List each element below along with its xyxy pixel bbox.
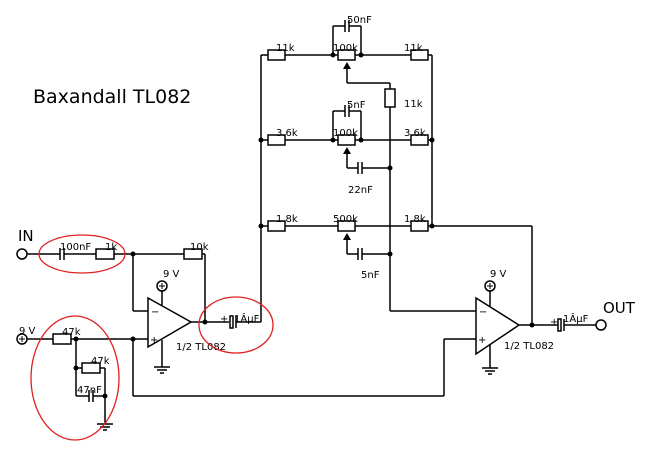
input-terminal[interactable] — [16, 248, 28, 260]
treble-pot-label: 500k — [333, 214, 358, 225]
c-coupling-label: 1ÂµF — [234, 312, 260, 325]
bias-r-top-label: 47k — [62, 327, 81, 338]
opamp-u1-label: 1/2 TL082 — [176, 342, 226, 353]
input-label: IN — [18, 227, 34, 245]
supply-icon — [156, 280, 168, 292]
svg-text:+: + — [150, 335, 158, 346]
treble-c-wiper-label: 5nF — [361, 270, 380, 281]
bias-c-label: 47nF — [77, 385, 102, 396]
output-terminal[interactable] — [595, 319, 607, 331]
output-label: OUT — [603, 299, 636, 317]
opamp-u1: − + — [147, 296, 193, 349]
mid-r-right-label: 3.6k — [404, 128, 426, 139]
svg-text:+: + — [550, 317, 558, 328]
ground-icon — [482, 367, 498, 375]
capacitor-mid-wiper — [357, 162, 363, 174]
bass-r-left-label: 11k — [276, 43, 295, 54]
mid-pot-label: 100k — [333, 128, 358, 139]
c-out-label: 1ÂµF — [563, 312, 589, 325]
r-feedback-label: 10k — [190, 242, 209, 253]
bass-r-right-label: 11k — [404, 43, 423, 54]
svg-text:+: + — [478, 335, 486, 346]
supply-icon — [484, 280, 496, 292]
bass-pot-label: 100k — [333, 43, 358, 54]
ground-icon — [154, 366, 170, 374]
mid-c-wiper-label: 22nF — [348, 185, 373, 196]
svg-text:−: − — [479, 307, 487, 318]
svg-text:−: − — [151, 307, 159, 318]
schematic-title: Baxandall TL082 — [33, 86, 191, 108]
annotation-circle-input — [38, 234, 126, 274]
c-in-label: 100nF — [60, 242, 91, 253]
mid-r-left-label: 3.6k — [276, 128, 298, 139]
annotation-circle-coupling — [198, 296, 274, 354]
bias-supply-label: 9 V — [19, 326, 36, 337]
bass-r-wiper-label: 11k — [404, 99, 423, 110]
annotation-circle-bias — [30, 315, 120, 441]
opamp-u2: − + — [475, 296, 521, 356]
opamp-u2-supply-label: 9 V — [490, 269, 507, 280]
opamp-u1-supply-label: 9 V — [163, 269, 180, 280]
mid-cap-label: 5nF — [347, 100, 366, 111]
opamp-u2-label: 1/2 TL082 — [504, 341, 554, 352]
treble-r-left-label: 1.8k — [276, 214, 298, 225]
bass-cap-label: 50nF — [347, 15, 372, 26]
r-in-label: 1k — [105, 242, 117, 253]
capacitor-treble-wiper — [357, 248, 363, 260]
treble-r-right-label: 1.8k — [404, 214, 426, 225]
svg-text:+: + — [220, 314, 228, 325]
bias-r-bottom-label: 47k — [91, 356, 110, 367]
resistor-bass-wiper — [384, 88, 396, 108]
